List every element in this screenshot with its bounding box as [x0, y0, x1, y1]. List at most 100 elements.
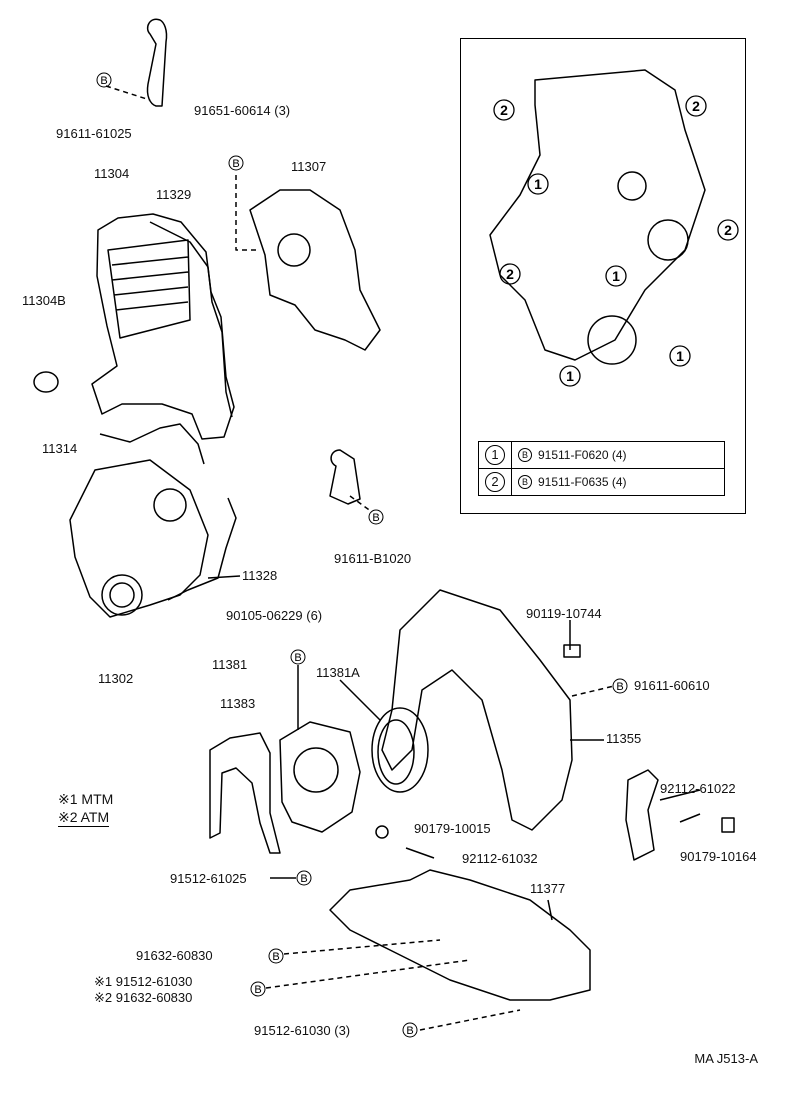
leader-91611-61025 — [105, 85, 151, 101]
leader-91651-60614 — [235, 175, 260, 251]
bolt-mark-91611-60610 — [612, 678, 628, 694]
svg-text:B: B — [372, 512, 379, 524]
label-11355: 11355 — [606, 731, 642, 746]
label-91651-60614: 91651-60614 (3) — [194, 103, 291, 118]
lower-cover-idler-boss — [153, 488, 187, 522]
retainer-seal-hole — [293, 747, 339, 793]
label-11328: 11328 — [242, 568, 278, 583]
label-90105-06229: 90105-06229 (6) — [226, 608, 323, 623]
rear-oil-seal — [371, 707, 429, 793]
label-11383: 11383 — [220, 696, 256, 711]
svg-text:B: B — [272, 951, 279, 963]
inset-marker-2b — [685, 95, 707, 117]
svg-text:1: 1 — [676, 348, 684, 364]
leader-91512-61030 — [265, 959, 471, 989]
lower-timing-cover — [69, 459, 209, 618]
leader-11328 — [207, 575, 241, 579]
label-92112-61022: 92112-61022 — [660, 781, 736, 796]
side-bracket — [625, 769, 659, 861]
inset-mid-hole — [647, 219, 689, 261]
label-11377: 11377 — [530, 881, 566, 896]
label-11304B: 11304B — [22, 293, 66, 308]
svg-text:1: 1 — [534, 176, 542, 192]
label-11314: 11314 — [42, 441, 78, 456]
inset-upper-hole — [617, 171, 647, 201]
bolt-mark-90105 — [290, 649, 306, 665]
bolt-mark: B — [518, 448, 532, 463]
seal-strip — [99, 423, 205, 465]
leader-92112-61022 — [659, 789, 701, 801]
svg-text:1: 1 — [612, 268, 620, 284]
leader-91611-60610 — [571, 685, 615, 697]
svg-text:2: 2 — [692, 98, 700, 114]
upper-cover-gasket — [149, 221, 233, 418]
inset-timing-cover — [489, 69, 706, 361]
leader-11381A — [339, 679, 381, 721]
inner-cover-seal-hole — [277, 233, 311, 267]
label-91512-61030-3: 91512-61030 (3) — [254, 1023, 351, 1038]
oil-pan-stiffener — [329, 869, 591, 1001]
label-11302: 11302 — [98, 671, 134, 686]
inset-marker-1b — [605, 265, 627, 287]
label-11304: 11304 — [94, 166, 130, 181]
hook-bracket-top — [146, 18, 168, 107]
label-11381A: 11381A — [316, 665, 360, 680]
leader-91611-B1020 — [349, 495, 373, 513]
label-11329: 11329 — [156, 187, 192, 202]
label-92112-61032: 92112-61032 — [462, 851, 538, 866]
label-91512-61025: 91512-61025 — [170, 871, 247, 886]
oil-seal-retainer-plate — [209, 732, 281, 854]
stud-92112-61032 — [405, 847, 435, 859]
row-part: 91511-F0635 (4) — [538, 474, 627, 489]
svg-text:B: B — [294, 652, 301, 664]
lower-cover-crank-hole — [101, 574, 143, 616]
label-91611-60610: 91611-60610 — [634, 678, 710, 693]
legend-atm: ※2 ATM — [58, 809, 110, 827]
bolt-mark-91611-B1020 — [368, 509, 384, 525]
label-11381: 11381 — [212, 657, 248, 672]
bolt-mark: B — [518, 475, 532, 490]
bolt-mark-91632-60830 — [268, 948, 284, 964]
label-91512-61030-mtm: ※1 91512-61030 — [94, 974, 193, 989]
leader-91512-61030-3 — [419, 1009, 521, 1031]
oil-seal-retainer — [279, 721, 361, 833]
bolt-mark-91512-61030 — [250, 981, 266, 997]
svg-text:1: 1 — [566, 368, 574, 384]
label-90179-10164: 90179-10164 — [680, 849, 757, 864]
inset-marker-2c — [717, 219, 739, 241]
bolt-mark-91512-61025 — [296, 870, 312, 886]
lower-cover-gasket — [167, 497, 237, 601]
svg-text:B: B — [300, 873, 307, 885]
engine-end-plate — [381, 589, 573, 831]
diagram-code: MA J513-A — [694, 1051, 758, 1066]
upper-timing-cover — [91, 213, 235, 440]
label-90179-10015: 90179-10015 — [414, 821, 491, 836]
legend-mtm: ※1 MTM — [58, 791, 114, 807]
cover-plug — [33, 371, 59, 393]
svg-text:2: 2 — [506, 266, 514, 282]
row-number: 2 — [485, 472, 505, 492]
bolt-mark-text: B — [100, 75, 107, 87]
label-90119-10744: 90119-10744 — [526, 606, 602, 621]
row-part: 91511-F0620 (4) — [538, 447, 627, 462]
label-91632-60830-atm: ※2 91632-60830 — [94, 990, 193, 1005]
inset-panel — [460, 38, 746, 514]
inset-marker-2d — [499, 263, 521, 285]
inset-crank-hole — [587, 315, 637, 365]
svg-text:B: B — [406, 1025, 413, 1037]
svg-text:B: B — [232, 158, 239, 170]
stud-92112-61022 — [679, 813, 701, 823]
table-row: 2 B 91511-F0635 (4) — [478, 468, 725, 496]
svg-text:2: 2 — [500, 102, 508, 118]
upper-cover-ribs — [107, 239, 191, 339]
bolt-mark-91611-61025 — [96, 72, 112, 88]
bolt-mark-91512-61030-3 — [402, 1022, 418, 1038]
inset-marker-1c — [669, 345, 691, 367]
svg-text:2: 2 — [724, 222, 732, 238]
leader-91632-60830 — [283, 939, 441, 955]
label-91611-B1020: 91611-B1020 — [334, 551, 412, 566]
hook-bracket-mid — [329, 449, 361, 505]
svg-text:B: B — [616, 681, 623, 693]
